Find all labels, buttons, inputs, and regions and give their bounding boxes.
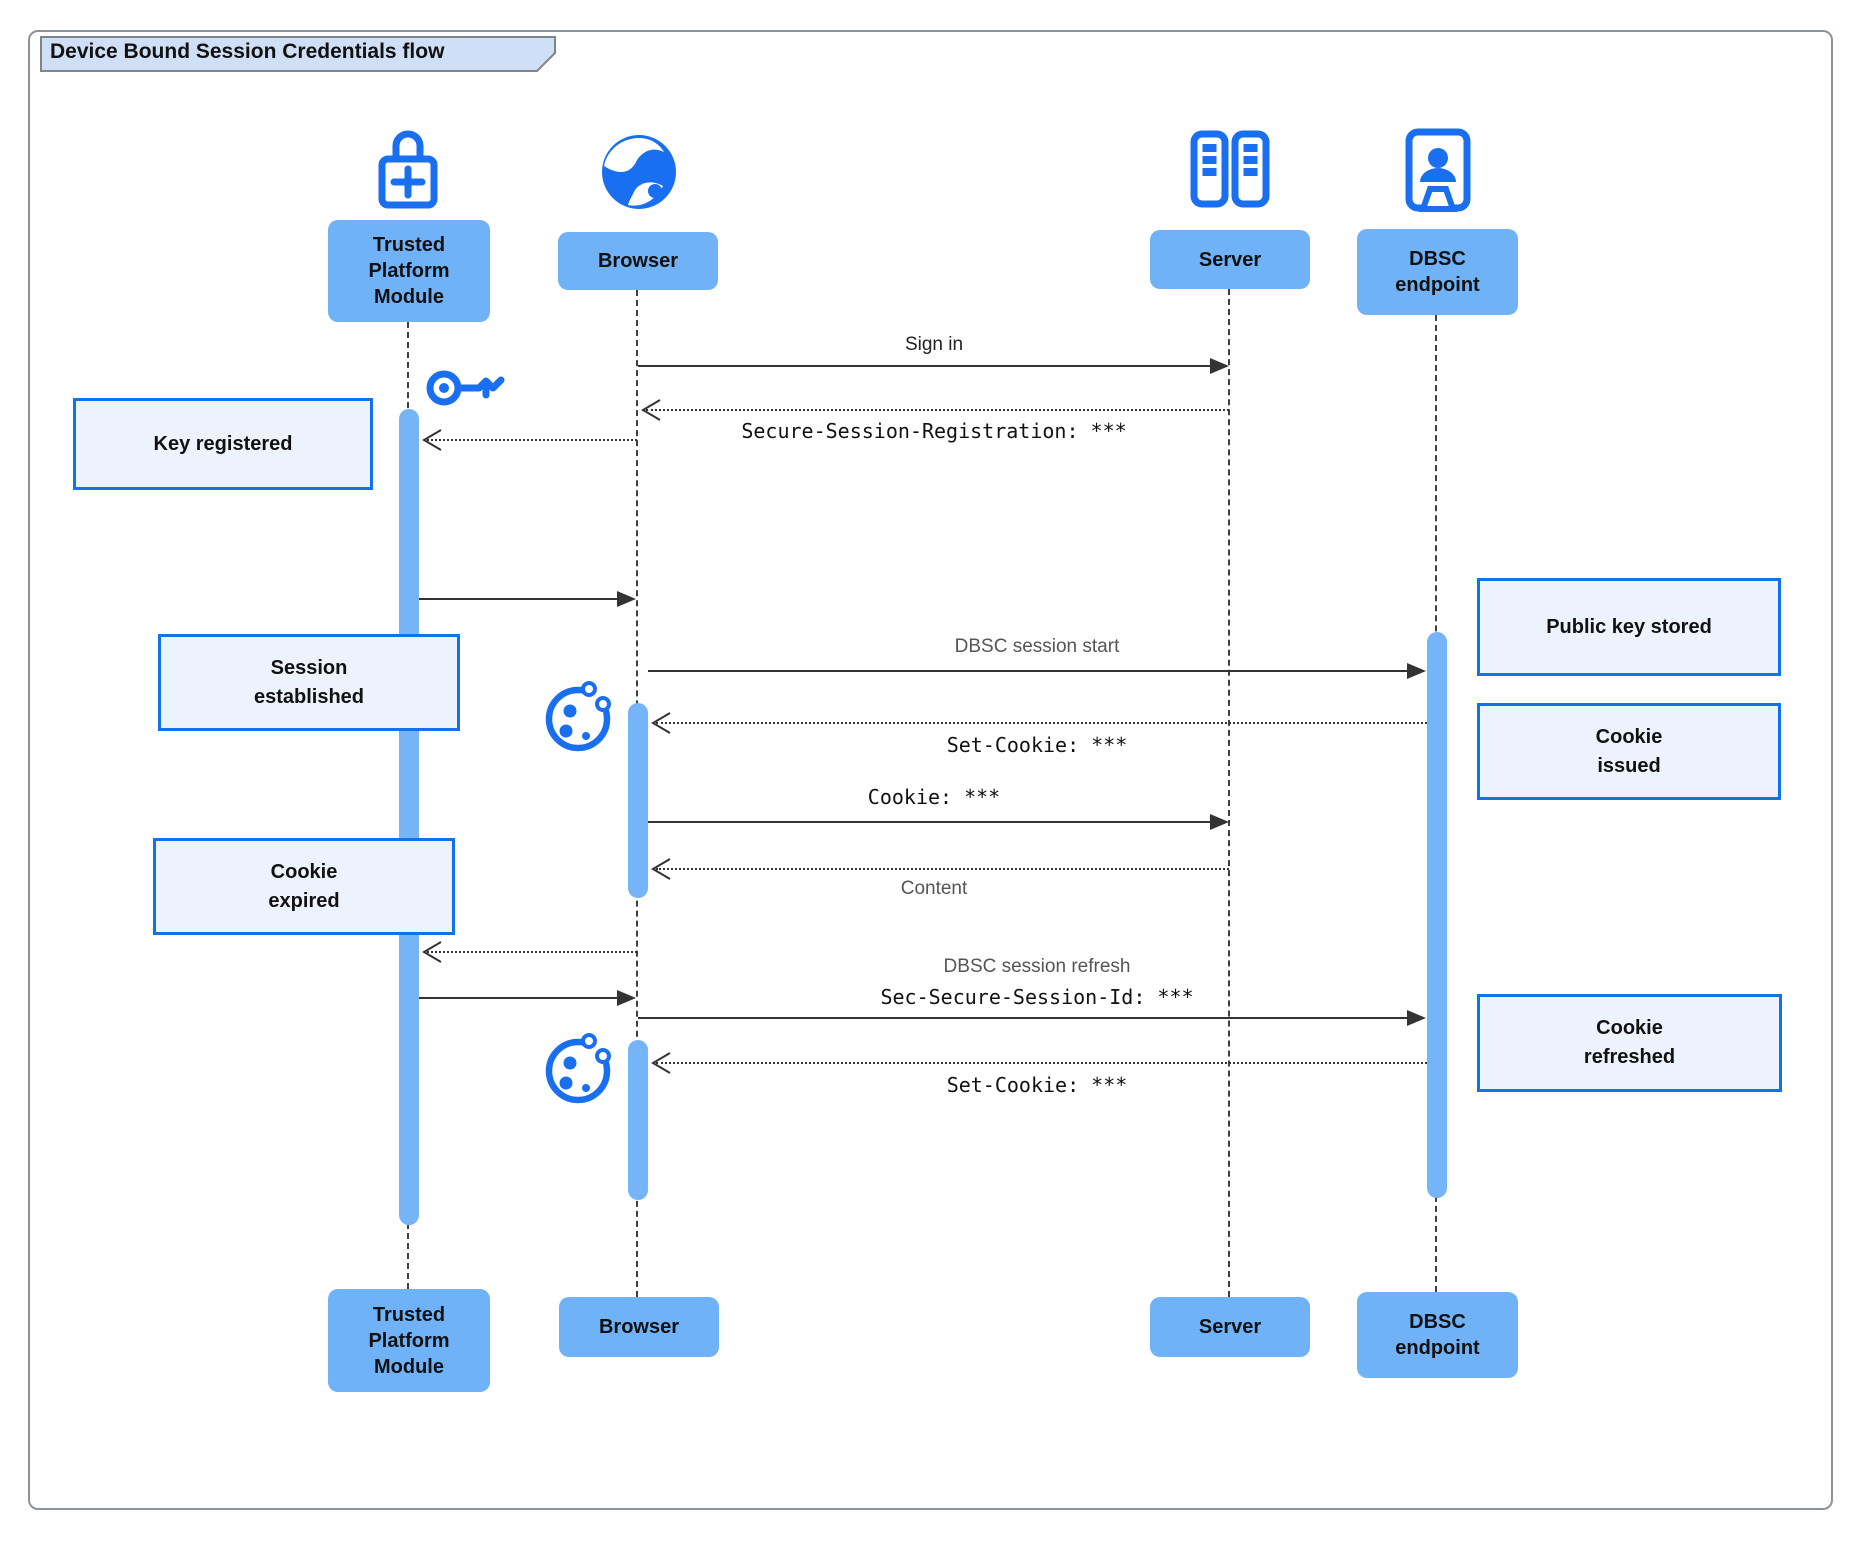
cookie-icon [545, 1030, 616, 1109]
activation-browser-1 [628, 703, 648, 898]
arrowhead-open-left-icon [422, 429, 442, 451]
message-line-set-cookie-1 [656, 722, 1427, 724]
message-line-key-ready [419, 598, 619, 600]
note-cookie-issued: Cookie issued [1477, 703, 1781, 800]
actor-bottom-server: Server [1150, 1297, 1310, 1357]
actor-top-dbsc-endpoint: DBSC endpoint [1357, 229, 1518, 315]
arrowhead-right-icon [1210, 358, 1229, 374]
note-cookie-refreshed: Cookie refreshed [1477, 994, 1782, 1092]
message-label-set-cookie-1: Set-Cookie: *** [946, 733, 1128, 757]
lifeline-server [1228, 289, 1230, 1297]
actor-bottom-dbsc-endpoint: DBSC endpoint [1357, 1292, 1518, 1378]
message-label-sign-in: Sign in [904, 334, 964, 355]
note-session-established: Session established [158, 634, 460, 731]
cookie-icon [545, 678, 616, 757]
actor-bottom-tpm: Trusted Platform Module [328, 1289, 490, 1392]
arrowhead-right-icon [1210, 814, 1229, 830]
message-label-sec-secure-session-id: Sec-Secure-Session-Id: *** [880, 985, 1194, 1009]
message-line-content [656, 868, 1229, 870]
arrowhead-open-left-icon [422, 941, 442, 963]
message-label-set-cookie-2: Set-Cookie: *** [946, 1073, 1128, 1097]
globe-icon [598, 131, 680, 218]
activation-tpm [399, 409, 419, 1225]
message-label-content: Content [900, 878, 968, 899]
message-line-sign-in [638, 365, 1212, 367]
arrowhead-open-left-icon [651, 1052, 671, 1074]
message-label-dbsc-session-refresh: DBSC session refresh [943, 956, 1131, 977]
actor-top-browser: Browser [558, 232, 718, 290]
arrowhead-open-left-icon [651, 712, 671, 734]
message-label-dbsc-session-start: DBSC session start [954, 636, 1120, 657]
message-line-register-key [427, 439, 637, 441]
page-title: Device Bound Session Credentials flow [50, 40, 445, 63]
arrowhead-open-left-icon [641, 399, 661, 421]
message-line-cookie [648, 821, 1212, 823]
server-rack-icon [1188, 129, 1272, 214]
actor-top-server: Server [1150, 230, 1310, 289]
message-line-set-cookie-2 [656, 1062, 1427, 1064]
message-line-refresh-signature [419, 997, 619, 999]
note-public-key-stored: Public key stored [1477, 578, 1781, 676]
note-cookie-expired: Cookie expired [153, 838, 455, 935]
arrowhead-right-icon [1407, 663, 1426, 679]
actor-top-tpm: Trusted Platform Module [328, 220, 490, 322]
actor-bottom-browser: Browser [559, 1297, 719, 1357]
message-line-secure-session-registration [646, 409, 1229, 411]
message-line-dbsc-session-refresh [638, 1017, 1409, 1019]
arrowhead-open-left-icon [651, 858, 671, 880]
activation-dbsc-endpoint [1427, 632, 1447, 1198]
activation-browser-2 [628, 1040, 648, 1200]
message-label-secure-session-registration: Secure-Session-Registration: *** [741, 419, 1127, 443]
arrowhead-right-icon [617, 990, 636, 1006]
arrowhead-right-icon [1407, 1010, 1426, 1026]
arrowhead-right-icon [617, 591, 636, 607]
key-icon [424, 358, 506, 423]
message-label-cookie: Cookie: *** [867, 785, 1001, 809]
id-badge-icon [1404, 127, 1472, 218]
message-line-dbsc-session-start [648, 670, 1409, 672]
note-key-registered: Key registered [73, 398, 373, 490]
diagram-title-tab: Device Bound Session Credentials flow [40, 36, 556, 72]
message-line-refresh-sign [427, 951, 637, 953]
title-tab-shape [40, 36, 556, 72]
lock-plus-icon [377, 125, 439, 216]
